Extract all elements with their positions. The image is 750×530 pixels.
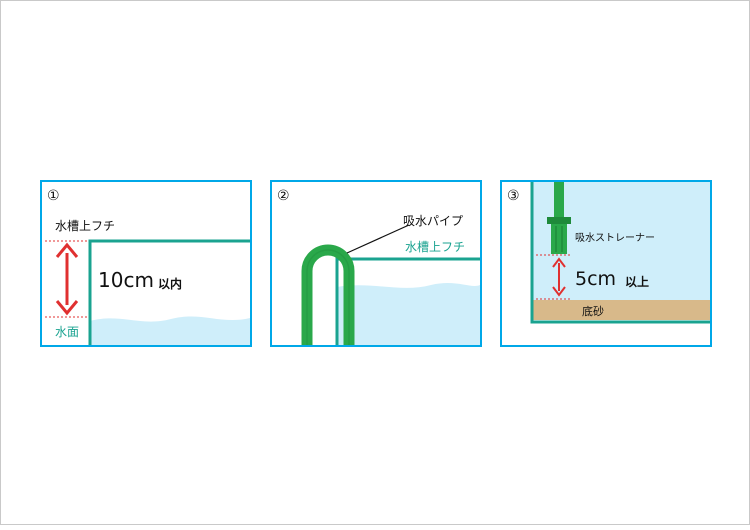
panel-2-intake-pipe: [301, 244, 355, 345]
panel-3-number: ③: [507, 188, 520, 204]
panel-2-water: [337, 283, 480, 345]
panel-3-tank-wall: [530, 182, 710, 324]
panel-1-water: [90, 316, 250, 345]
panel-2-pipe-leader-line: [346, 224, 410, 254]
panel-1-tank-wall: [88, 239, 250, 345]
panel-3-arrow-head-down: [552, 286, 566, 297]
panel-1-distance-suffix: 以内: [158, 276, 182, 291]
panel-1-rim-label: 水槽上フチ: [55, 219, 115, 233]
panel-1-arrow-head-up: [55, 242, 79, 258]
panel-3-distance-suffix: 以上: [625, 274, 649, 289]
panel-3-strainer-label: 吸水ストレーナー: [575, 232, 655, 244]
panel-1-frame: [40, 180, 252, 347]
panel-1-water-label: 水面: [55, 325, 79, 339]
panel-3-arrow-head-up: [552, 257, 566, 268]
panel-2-pipe-label: 吸水パイプ: [403, 214, 463, 228]
panel-3-distance-value: 5cm: [575, 268, 616, 290]
panel-2-intake-pipe-shade: [306, 249, 350, 345]
panel-3-strainer-body: [551, 224, 567, 254]
panel-2-rim-label: 水槽上フチ: [405, 240, 465, 254]
panel-3-strainer-cap: [547, 217, 571, 224]
panel-1-number: ①: [47, 188, 60, 204]
panel-3-sand-label: 底砂: [582, 304, 604, 318]
panel-1: ① 水槽上フチ 10cm 以内 水面: [40, 180, 252, 347]
panel-3: ③ 吸水ストレーナー 5cm 以上 底砂: [500, 180, 712, 347]
panel-2-tank-wall: [335, 257, 480, 345]
panel-1-distance-value: 10cm: [98, 268, 154, 292]
panel-2-number: ②: [277, 188, 290, 204]
panel-3-sand: [532, 300, 710, 320]
panel-3-intake-pipe: [554, 182, 564, 220]
panel-1-arrow-head-down: [55, 300, 79, 316]
panel-2: ② 吸水パイプ 水槽上フチ: [270, 180, 482, 347]
